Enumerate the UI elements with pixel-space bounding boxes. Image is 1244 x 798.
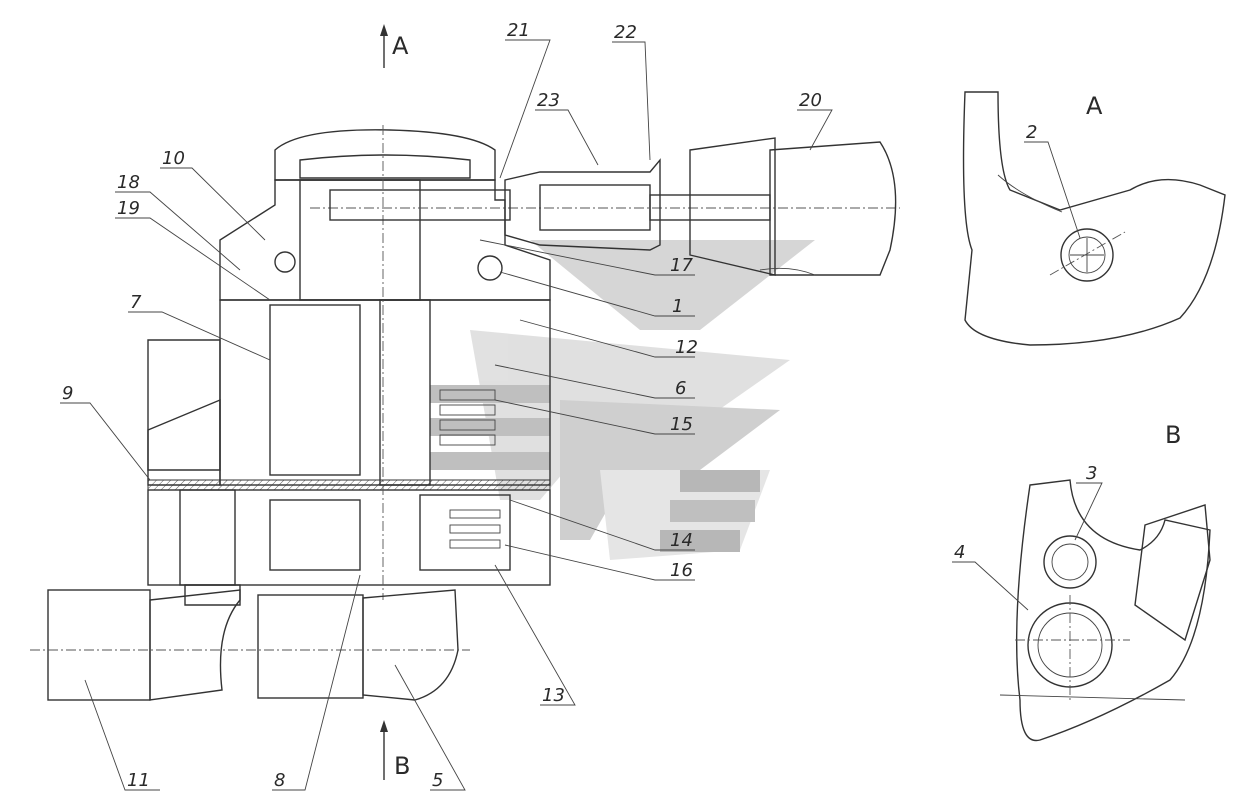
section-label-b: B bbox=[394, 752, 410, 780]
bottom-fittings bbox=[30, 584, 470, 701]
callout-10: 10 bbox=[162, 148, 185, 169]
detail-view-a: A 2 bbox=[962, 91, 1226, 346]
callout-3: 3 bbox=[1086, 463, 1097, 484]
callout-22: 22 bbox=[614, 22, 637, 43]
adjusting-screw-assembly bbox=[329, 137, 897, 276]
callout-11: 11 bbox=[127, 770, 150, 791]
section-arrow-a: A bbox=[380, 24, 409, 68]
callout-20: 20 bbox=[799, 90, 822, 111]
callout-13: 13 bbox=[542, 685, 565, 706]
detail-b-title: B bbox=[1165, 421, 1181, 449]
callout-21: 21 bbox=[507, 20, 530, 41]
callout-2: 2 bbox=[1026, 122, 1037, 143]
callout-19: 19 bbox=[117, 198, 140, 219]
detail-a-title: A bbox=[1086, 92, 1103, 120]
callout-18: 18 bbox=[117, 172, 140, 193]
callout-17: 17 bbox=[670, 255, 693, 276]
callout-1: 1 bbox=[672, 296, 683, 317]
section-label-a: A bbox=[392, 32, 409, 60]
callouts: 21 22 23 20 10 18 19 7 9 17 1 12 6 15 14… bbox=[62, 20, 822, 791]
callout-5: 5 bbox=[432, 770, 443, 791]
callout-4: 4 bbox=[954, 542, 965, 563]
callout-9: 9 bbox=[62, 383, 73, 404]
callout-16: 16 bbox=[670, 560, 693, 581]
callout-23: 23 bbox=[537, 90, 560, 111]
callout-6: 6 bbox=[675, 378, 686, 399]
detail-view-b: B 3 4 bbox=[952, 421, 1211, 742]
callout-12: 12 bbox=[675, 337, 698, 358]
callout-8: 8 bbox=[274, 770, 285, 791]
callout-14: 14 bbox=[670, 530, 693, 551]
leader-lines bbox=[60, 39, 833, 791]
callout-7: 7 bbox=[130, 292, 142, 313]
section-arrow-b: B bbox=[380, 720, 410, 780]
callout-15: 15 bbox=[670, 414, 693, 435]
spring-coils bbox=[439, 389, 501, 549]
